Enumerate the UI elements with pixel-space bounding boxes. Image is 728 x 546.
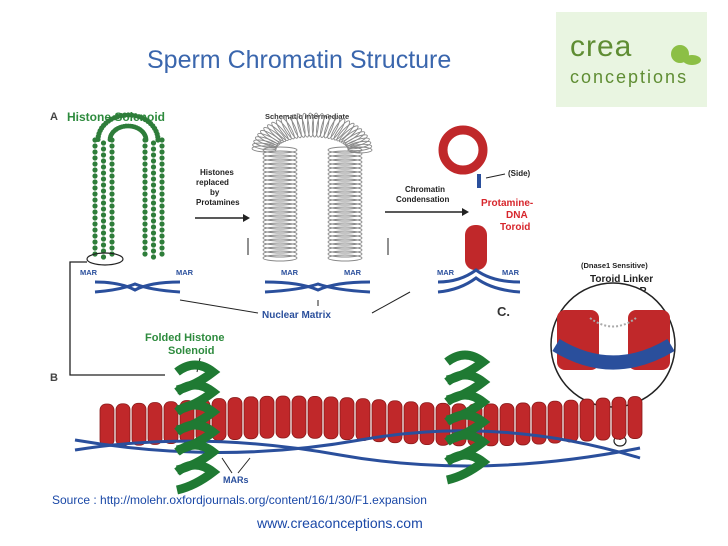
side-label: (Side) bbox=[508, 169, 531, 178]
folded-histone-solenoid bbox=[444, 350, 491, 485]
nuclear-matrix-label: Nuclear Matrix bbox=[262, 310, 331, 321]
matrix-lines bbox=[94, 268, 521, 294]
mar-label: MAR bbox=[176, 268, 194, 277]
protamine-toroid-fiber bbox=[99, 395, 643, 447]
toroid-top-view bbox=[438, 125, 488, 175]
panel-c-label: C. bbox=[497, 304, 510, 319]
panel-b-label: B bbox=[50, 372, 58, 384]
mar-label: MAR bbox=[80, 268, 98, 277]
crea-logo: crea conceptions bbox=[556, 12, 707, 107]
panel-a-label: A bbox=[50, 111, 58, 123]
mar-label: MAR bbox=[502, 268, 520, 277]
source-citation: Source : http://molehr.oxfordjournals.or… bbox=[52, 493, 427, 507]
schematic-intermediate-label: Schematic Intermediate bbox=[265, 112, 349, 121]
folded-histone-label: Folded Histone Solenoid bbox=[145, 332, 228, 357]
logo-crea-text: crea bbox=[570, 30, 633, 63]
toroid-stack bbox=[465, 225, 487, 270]
histones-replaced-label: Histones replaced by Protamines bbox=[196, 168, 240, 207]
histone-solenoid bbox=[92, 112, 165, 260]
leaf-icon bbox=[671, 45, 701, 65]
website-url: www.creaconceptions.com bbox=[257, 515, 423, 531]
dnase-label: (Dnase1 Sensitive) bbox=[581, 261, 648, 270]
mars-label: MARs bbox=[223, 475, 249, 485]
slide-title: Sperm Chromatin Structure bbox=[147, 46, 452, 74]
logo-conceptions-text: conceptions bbox=[570, 67, 689, 87]
chromatin-condensation-label: Chromatin Condensation bbox=[396, 185, 449, 204]
schematic-intermediate-spring bbox=[251, 112, 373, 262]
panel-c-inset bbox=[550, 282, 676, 408]
mar-label: MAR bbox=[344, 268, 362, 277]
histone-solenoid-label: Histone Solenoid bbox=[67, 110, 165, 124]
folded-histone-solenoid bbox=[174, 360, 221, 495]
mar-label: MAR bbox=[437, 268, 455, 277]
mar-label: MAR bbox=[281, 268, 299, 277]
protamine-toroid-label: Protamine- DNA Toroid bbox=[481, 198, 536, 233]
toroid-linker-label: Toroid Linker MAR bbox=[590, 274, 656, 297]
